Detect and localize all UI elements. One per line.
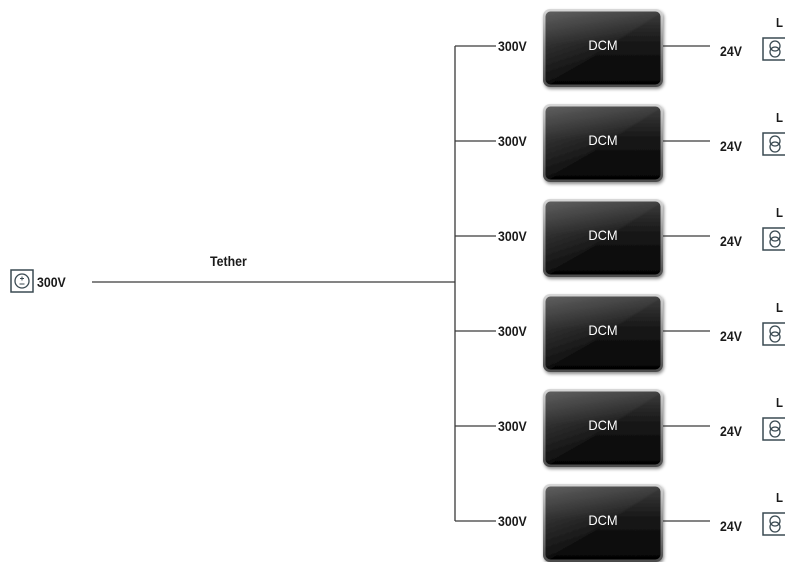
branch-input-voltage: 300V: [498, 228, 527, 244]
branch-output-voltage: 24V: [720, 423, 742, 439]
dcm-module: [543, 294, 663, 372]
branch-5: [455, 389, 785, 467]
branch-input-voltage: 300V: [498, 323, 527, 339]
tether-label: Tether: [210, 253, 247, 269]
transformer-icon: [762, 322, 785, 346]
branch-input-voltage: 300V: [498, 38, 527, 54]
load-label: L: [776, 300, 783, 315]
transformer-icon: [762, 512, 785, 536]
load-label: L: [776, 490, 783, 505]
dcm-label: DCM: [588, 227, 618, 243]
branches: [455, 9, 785, 562]
branch-4: [455, 294, 785, 372]
branch-1: [455, 9, 785, 87]
dcm-label: DCM: [588, 417, 618, 433]
dcm-label: DCM: [588, 37, 618, 53]
dcm-module: [543, 389, 663, 467]
branch-output-voltage: 24V: [720, 233, 742, 249]
dcm-module: [543, 104, 663, 182]
branch-output-voltage: 24V: [720, 328, 742, 344]
transformer-icon: [762, 417, 785, 441]
branch-input-voltage: 300V: [498, 513, 527, 529]
load-label: L: [776, 205, 783, 220]
transformer-icon: [762, 227, 785, 251]
dc-source-icon: [10, 269, 34, 293]
transformer-icon: [762, 37, 785, 61]
dcm-module: [543, 9, 663, 87]
dcm-label: DCM: [588, 322, 618, 338]
branch-output-voltage: 24V: [720, 138, 742, 154]
dcm-label: DCM: [588, 132, 618, 148]
dcm-module: [543, 484, 663, 562]
branch-input-voltage: 300V: [498, 418, 527, 434]
load-label: L: [776, 395, 783, 410]
load-label: L: [776, 110, 783, 125]
branch-output-voltage: 24V: [720, 43, 742, 59]
branch-input-voltage: 300V: [498, 133, 527, 149]
branch-2: [455, 104, 785, 182]
branch-output-voltage: 24V: [720, 518, 742, 534]
dcm-label: DCM: [588, 512, 618, 528]
transformer-icon: [762, 132, 785, 156]
branch-3: [455, 199, 785, 277]
source-voltage-label: 300V: [37, 274, 66, 290]
branch-6: [455, 484, 785, 562]
dcm-module: [543, 199, 663, 277]
load-label: L: [776, 15, 783, 30]
